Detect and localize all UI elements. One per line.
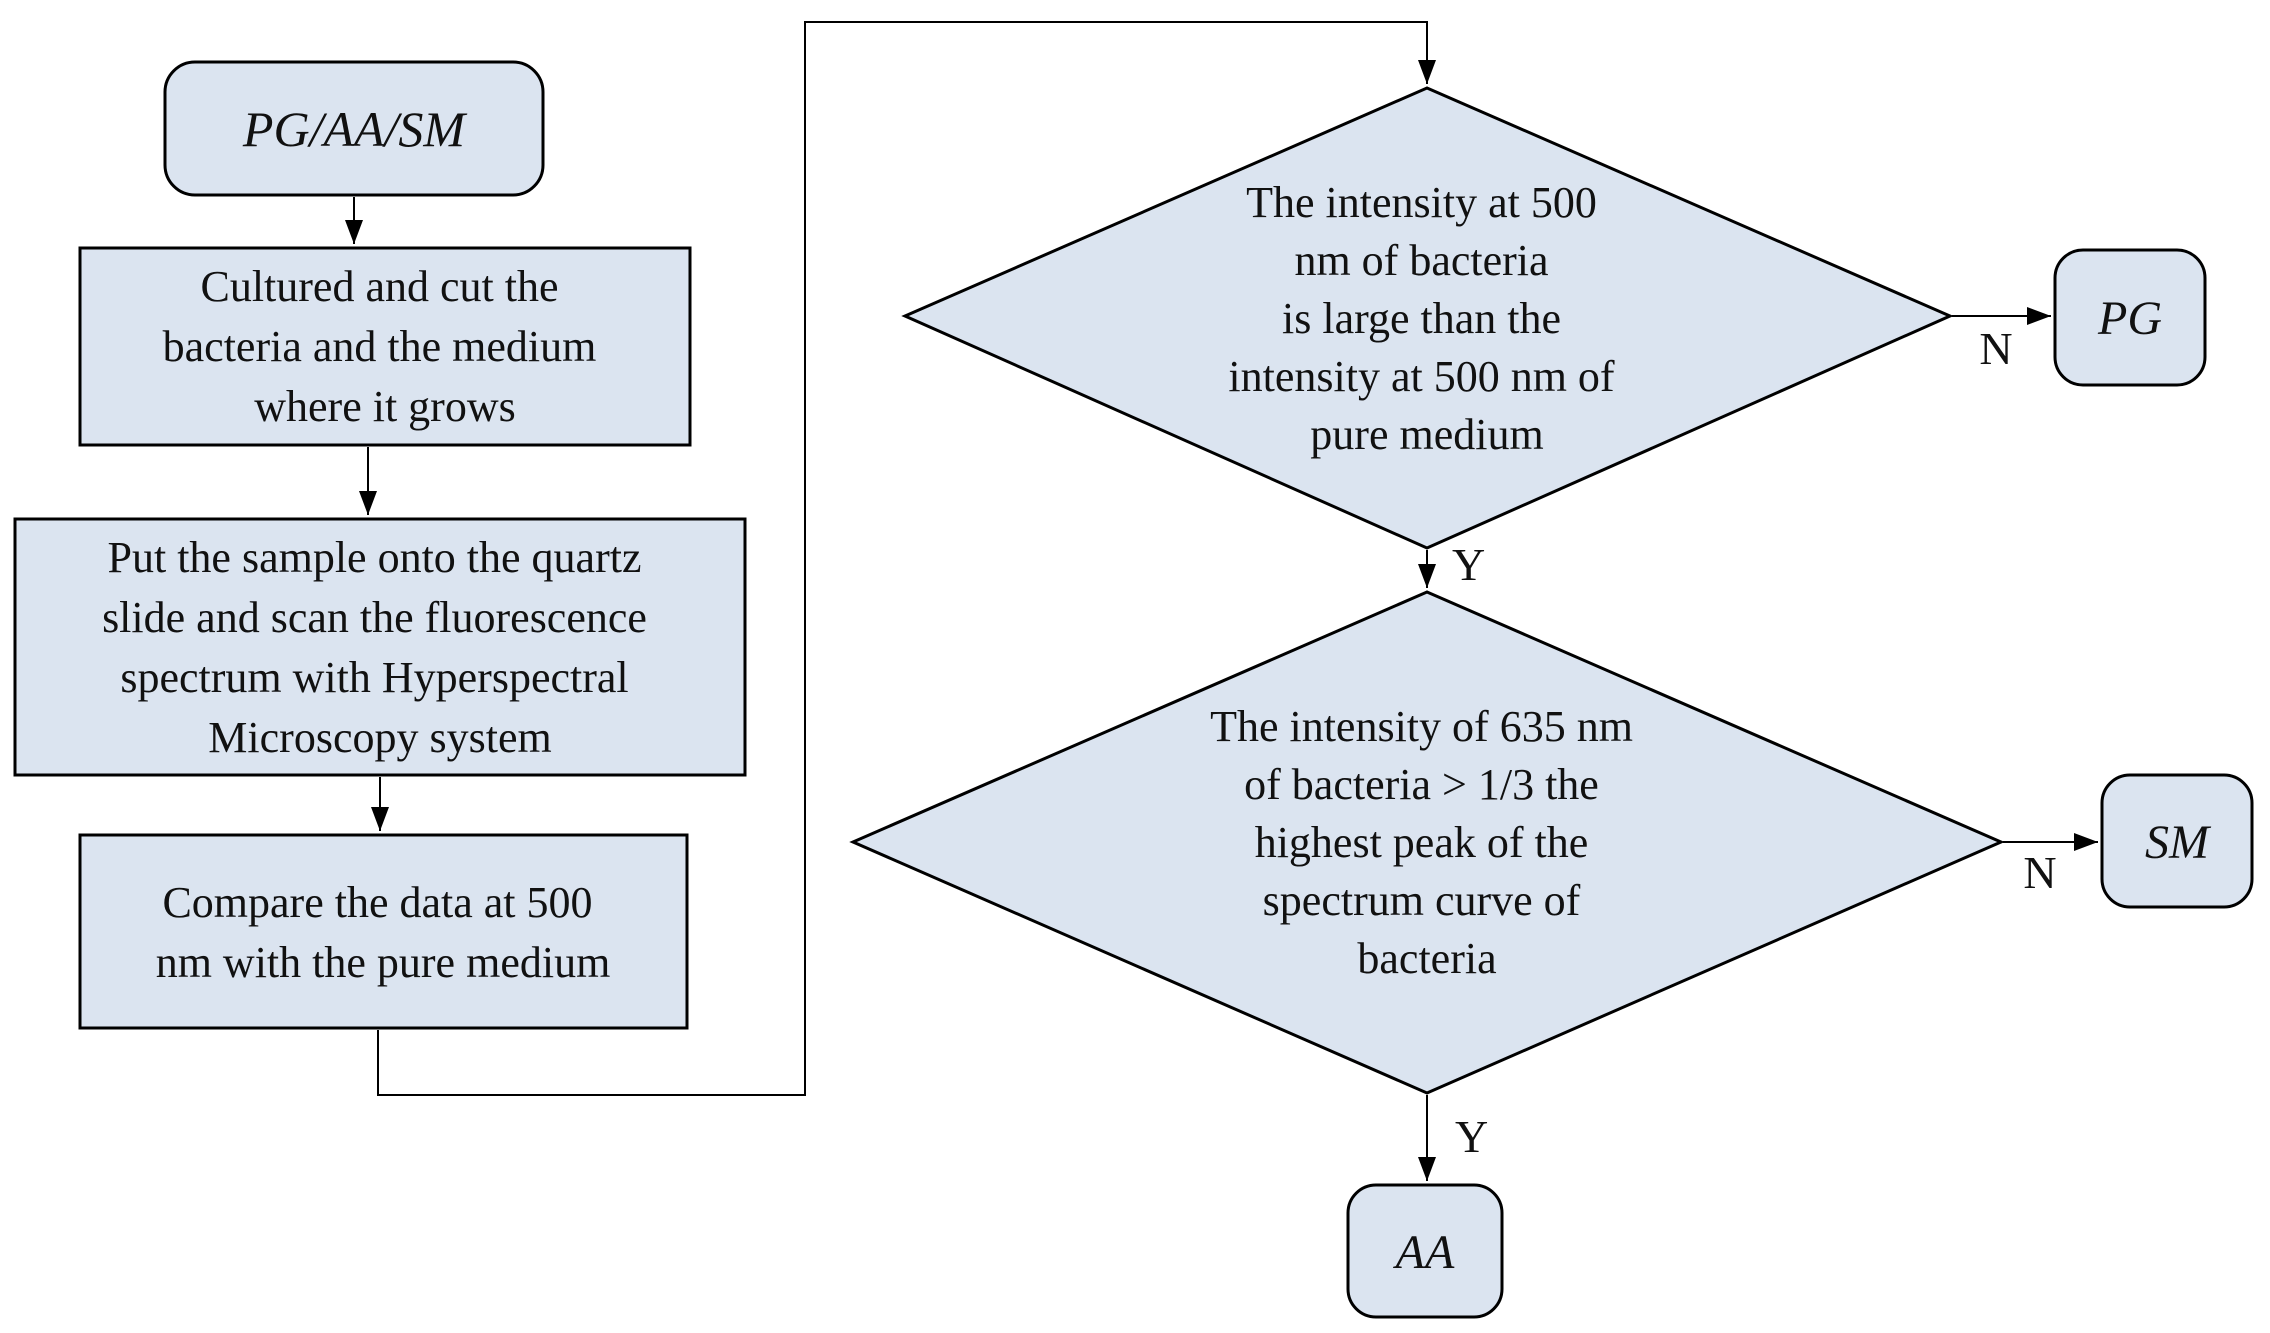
start-node	[163, 60, 545, 197]
process-compare-label: Compare the data at 500 nm with the pure…	[156, 878, 611, 987]
edge-label-decision-635nm-yes: Y	[1455, 1111, 1488, 1162]
connector-compare-to-decision-500nm	[377, 21, 1436, 1096]
start-node-label: PG/AA/SM	[242, 101, 468, 157]
process-culture-label: Cultured and cut the bacteria and the me…	[163, 262, 608, 431]
decision-635nm-label: The intensity of 635 nm of bacteria > 1/…	[1210, 702, 1644, 983]
process-compare	[78, 833, 689, 1030]
decision-635nm	[849, 590, 2005, 1095]
edge-label-decision-635nm-no: N	[2023, 847, 2056, 898]
terminal-aa-label: AA	[1393, 1226, 1455, 1279]
decision-500nm-label: The intensity at 500 nm of bacteria is l…	[1228, 178, 1625, 459]
terminal-sm-label: SM	[2145, 816, 2212, 869]
edge-label-decision-500nm-yes: Y	[1452, 539, 1485, 590]
process-scan	[13, 517, 747, 777]
process-culture	[78, 246, 692, 447]
process-scan-label: Put the sample onto the quartz slide and…	[102, 533, 658, 762]
edge-label-decision-500nm-no: N	[1979, 323, 2012, 374]
decision-500nm	[901, 86, 1954, 550]
terminal-sm	[2100, 773, 2254, 909]
terminal-aa	[1346, 1183, 1504, 1319]
terminal-pg	[2053, 248, 2207, 387]
terminal-pg-label: PG	[2097, 292, 2162, 345]
